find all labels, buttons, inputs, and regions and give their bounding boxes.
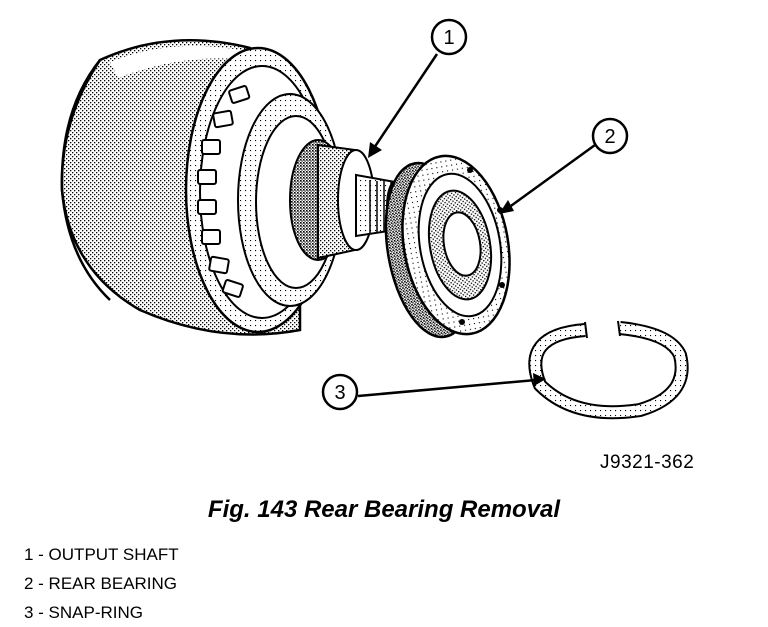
callout-3: 3: [321, 373, 546, 411]
figure-code: J9321-362: [600, 452, 695, 473]
figure-caption: Fig. 143 Rear Bearing Removal: [207, 496, 561, 523]
callout-1: 1: [368, 18, 468, 158]
snap-ring: [528, 320, 689, 420]
legend-list: 1 - OUTPUT SHAFT 2 - REAR BEARING 3 - SN…: [24, 540, 179, 627]
callout-2: 2: [499, 117, 629, 214]
rear-bearing-illustration: 1 2 3: [60, 18, 689, 420]
callout-3-number: 3: [334, 382, 345, 404]
legend-item-rear-bearing: 2 - REAR BEARING: [24, 574, 178, 593]
rear-bearing: [384, 154, 511, 339]
legend-item-output-shaft: 1 - OUTPUT SHAFT: [24, 545, 179, 564]
callout-2-number: 2: [604, 126, 615, 148]
callout-1-number: 1: [443, 27, 454, 49]
legend-item-snap-ring: 3 - SNAP-RING: [24, 603, 144, 622]
